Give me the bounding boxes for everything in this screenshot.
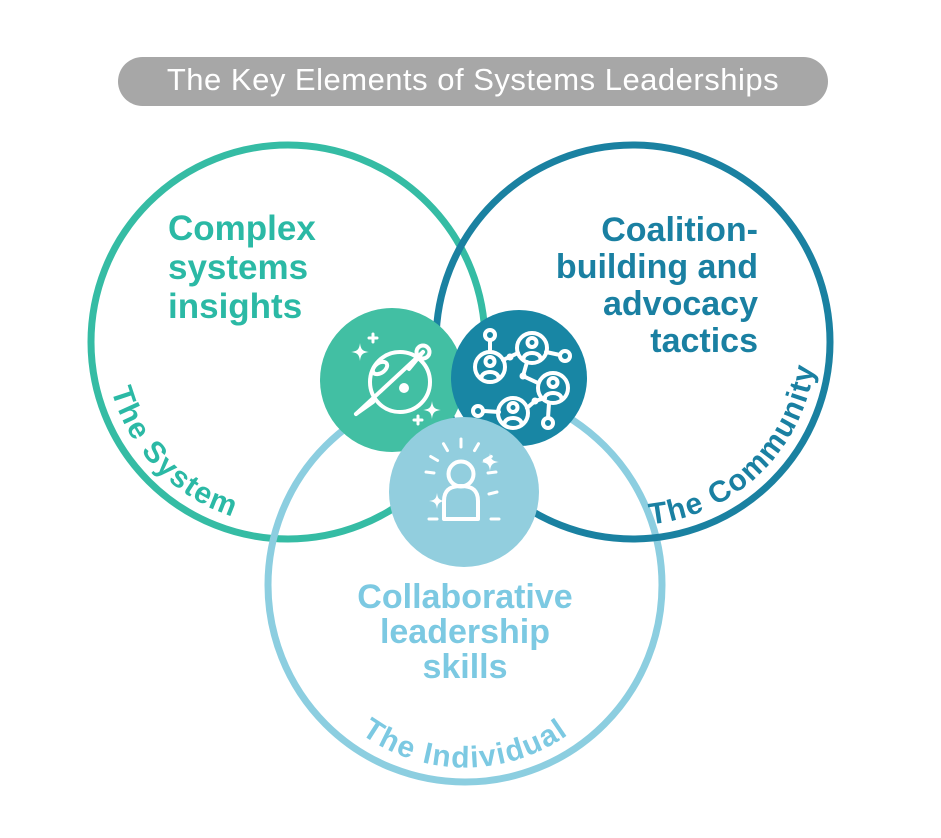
person-icon bbox=[424, 437, 501, 521]
individual-text-block: Collaborative leadership skills bbox=[357, 578, 572, 686]
community-text-line: tactics bbox=[650, 322, 758, 360]
title-banner: The Key Elements of Systems Leaderships bbox=[118, 57, 828, 106]
individual-text-line: leadership bbox=[380, 613, 550, 651]
sparkle-cross-icon bbox=[367, 332, 379, 344]
system-text-line: insights bbox=[168, 287, 302, 326]
community-text-line: advocacy bbox=[603, 285, 758, 323]
system-text-block: Complex systems insights bbox=[168, 209, 316, 326]
network-icon bbox=[471, 328, 572, 430]
planet-badge bbox=[320, 308, 464, 452]
page-title: The Key Elements of Systems Leaderships bbox=[167, 62, 779, 97]
title-banner-pill bbox=[118, 57, 828, 106]
community-ring-label: The Community bbox=[647, 361, 822, 531]
system-text-line: systems bbox=[168, 248, 308, 287]
community-text-block: Coalition- building and advocacy tactics bbox=[556, 211, 758, 360]
community-text-line: Coalition- bbox=[601, 211, 758, 249]
person-badge-circle bbox=[389, 417, 539, 567]
sparkle-cross-icon bbox=[412, 414, 424, 426]
person-badge bbox=[389, 417, 539, 567]
individual-text-line: skills bbox=[422, 648, 507, 686]
network-badge bbox=[451, 310, 587, 446]
system-text-line: Complex bbox=[168, 209, 316, 248]
planet-icon bbox=[351, 332, 441, 426]
person-rays bbox=[424, 437, 501, 521]
individual-text-line: Collaborative bbox=[357, 578, 572, 616]
community-text-line: building and bbox=[556, 248, 758, 286]
